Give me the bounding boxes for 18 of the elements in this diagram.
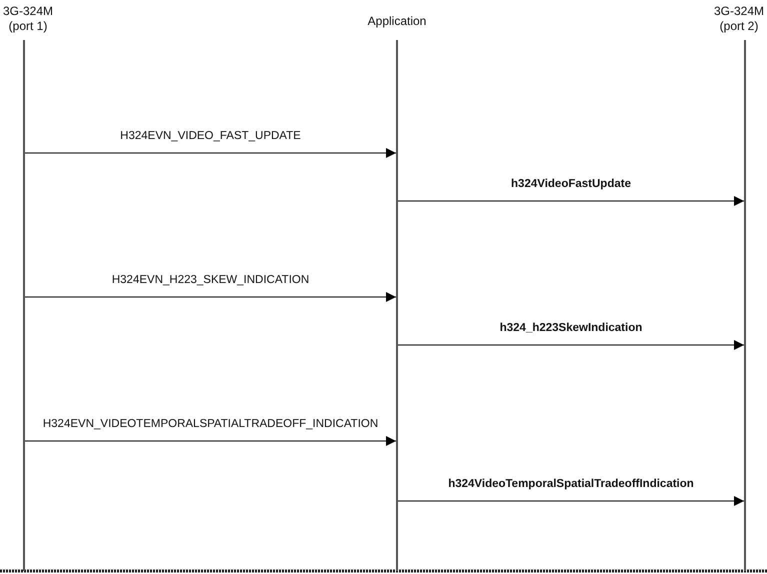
participant-label: 3G-324M (port 2) (714, 4, 764, 33)
message-label: h324VideoTemporalSpatialTradeoffIndication (446, 477, 696, 491)
message-label: h324_h223SkewIndication (498, 321, 644, 335)
lifeline (744, 40, 746, 571)
participant-label: Application (368, 14, 426, 28)
message-arrow (398, 196, 744, 206)
message-arrow (24, 292, 396, 302)
message-arrow (24, 148, 396, 158)
message-label: H324EVN_H223_SKEW_INDICATION (110, 273, 312, 287)
message-label: h324VideoFastUpdate (509, 177, 633, 191)
lifeline (396, 40, 398, 571)
message-arrow (24, 436, 396, 446)
lifeline (23, 40, 25, 571)
message-arrow (398, 496, 744, 506)
participant-label: 3G-324M (port 1) (2, 4, 54, 33)
message-arrow (398, 340, 744, 350)
message-label: H324EVN_VIDEOTEMPORALSPATIALTRADEOFF_INDICATION (40, 417, 380, 431)
message-label: H324EVN_VIDEO_FAST_UPDATE (118, 129, 303, 143)
